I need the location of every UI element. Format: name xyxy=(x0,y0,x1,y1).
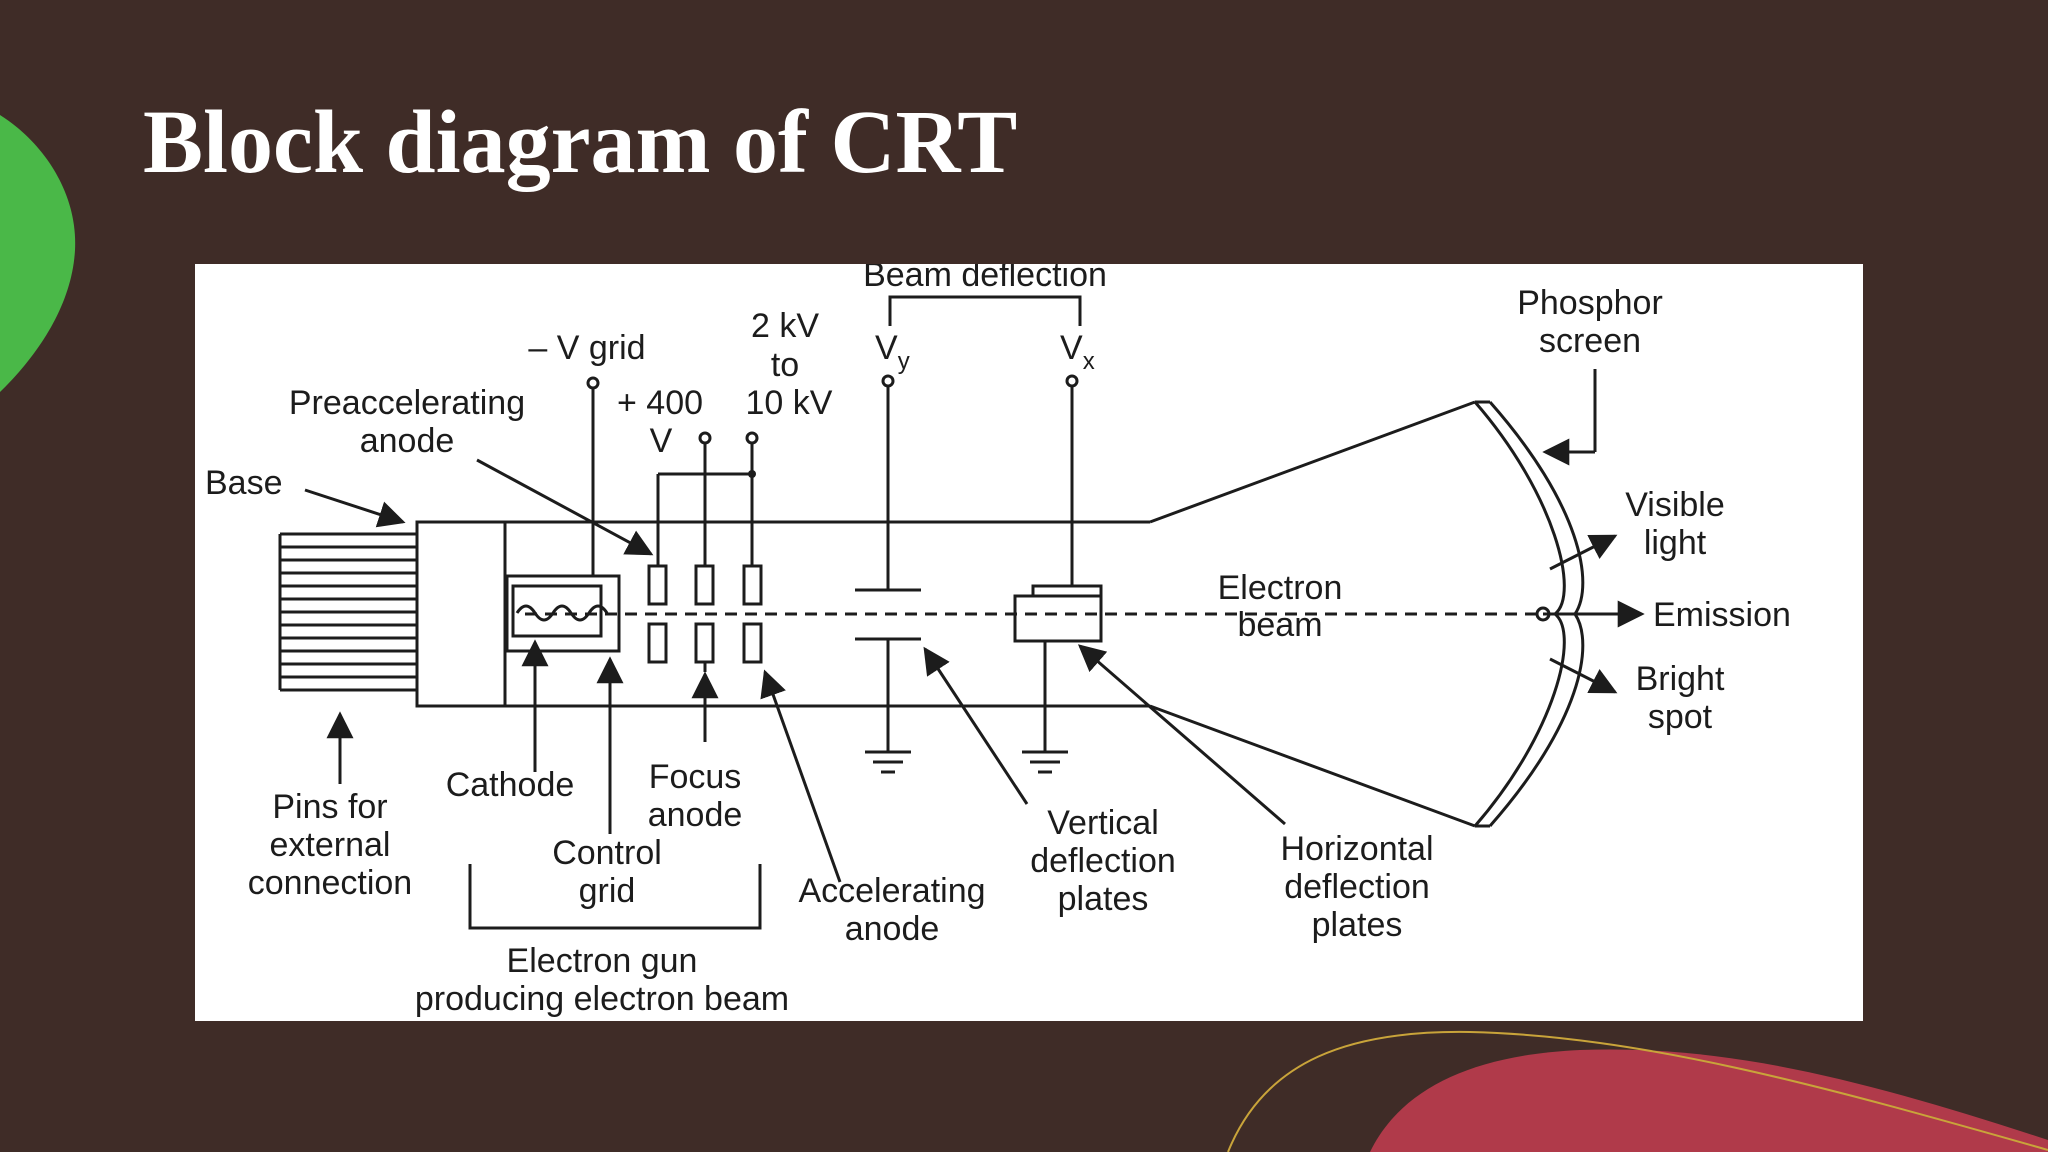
preaccelerating-label-2: anode xyxy=(360,422,455,460)
cathode-box xyxy=(511,584,603,638)
horizontal-deflection-label-3: plates xyxy=(1312,906,1403,944)
terminals xyxy=(586,374,1551,622)
electron-gun-label-2: producing electron beam xyxy=(415,980,789,1018)
pins-label-1: Pins for xyxy=(272,788,387,826)
crt-funnel xyxy=(1149,400,1476,828)
pins-label-3: connection xyxy=(248,864,412,902)
accelerating-anode-label-2: anode xyxy=(845,910,940,948)
horizontal-deflection-label-2: deflection xyxy=(1284,868,1430,906)
green-blob-shape xyxy=(0,115,76,392)
phosphor-label-1: Phosphor xyxy=(1517,284,1663,322)
control-grid-box xyxy=(505,574,621,653)
bright-spot-label-2: spot xyxy=(1648,698,1713,736)
preaccelerating-label-1: Preaccelerating xyxy=(289,384,525,422)
electron-beam-label-1: Electron xyxy=(1218,569,1343,607)
phosphor-label-2: screen xyxy=(1539,322,1641,360)
vertical-deflection-label-3: plates xyxy=(1058,880,1149,918)
bright-spot-label-1: Bright xyxy=(1636,660,1725,698)
v-x-label: Vx xyxy=(1060,329,1095,375)
visible-light-label-1: Visible xyxy=(1625,486,1725,524)
neg-v-grid-label: – V grid xyxy=(528,329,645,367)
kv-10-label: 10 kV xyxy=(746,384,833,422)
horizontal-deflection-label-1: Horizontal xyxy=(1280,830,1433,868)
cathode-label: Cathode xyxy=(446,766,575,804)
focus-anode-label-2: anode xyxy=(648,796,743,834)
vertical-deflection-label-1: Vertical xyxy=(1047,804,1159,842)
volt-v-label: V xyxy=(650,422,673,460)
visible-light-label-2: light xyxy=(1644,524,1707,562)
vertical-deflection-label-2: deflection xyxy=(1030,842,1176,880)
electron-beam-label-2: beam xyxy=(1237,606,1322,644)
v-y-label: Vy xyxy=(875,329,910,375)
crt-base-block xyxy=(415,520,507,708)
beam-deflection-label: Beam deflection xyxy=(863,264,1107,294)
control-grid-label-2: grid xyxy=(579,872,636,910)
focus-anode-label-1: Focus xyxy=(649,758,742,796)
kv-2-label: 2 kV xyxy=(751,307,819,345)
emission-label: Emission xyxy=(1653,596,1791,634)
base-label: Base xyxy=(205,464,283,502)
beam-deflection-bracket xyxy=(888,295,1082,326)
crt-diagram: Beam deflection – V grid 2 kV to 10 kV V… xyxy=(205,264,1791,1018)
kv-to-label: to xyxy=(771,346,799,384)
electron-gun-bracket xyxy=(468,864,762,930)
plus-400-label: + 400 xyxy=(617,384,703,422)
horizontal-deflection-plate-front xyxy=(1013,594,1103,643)
red-wave-shape xyxy=(1370,1049,2048,1152)
gold-curve-line xyxy=(1227,1030,2048,1152)
slide-title: Block diagram of CRT xyxy=(143,93,1018,192)
crt-diagram-figure: Beam deflection – V grid 2 kV to 10 kV V… xyxy=(195,264,1863,1021)
electron-gun-label-1: Electron gun xyxy=(507,942,698,980)
leader-arrows xyxy=(304,438,1645,883)
pins-label-2: external xyxy=(270,826,391,864)
control-grid-label-1: Control xyxy=(552,834,662,872)
cathode-filament xyxy=(515,604,609,622)
base-pins xyxy=(278,532,417,692)
accelerating-anode-label-1: Accelerating xyxy=(798,872,985,910)
